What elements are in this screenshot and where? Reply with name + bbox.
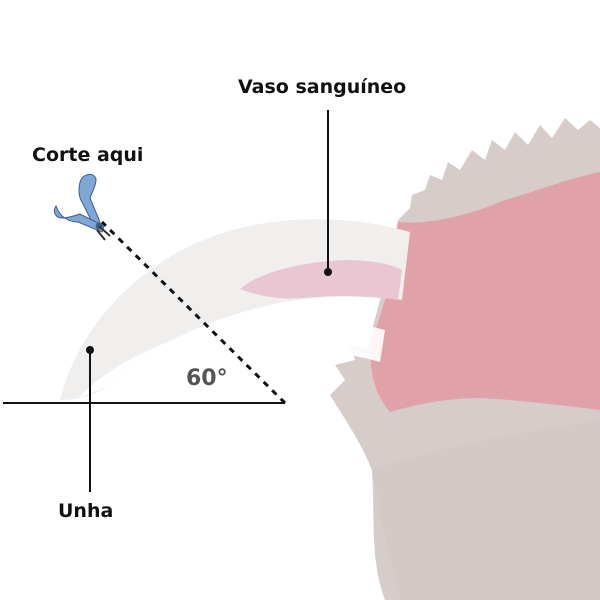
nail-inner-curve <box>78 319 385 398</box>
angle-label: 60° <box>186 366 228 391</box>
nail-label: Unha <box>58 500 114 522</box>
blood-vessel-label: Vaso sanguíneo <box>238 76 407 98</box>
blood-vessel-shape <box>240 260 402 300</box>
cut-here-label: Corte aqui <box>32 144 144 166</box>
paw-fur-lower <box>372 420 600 600</box>
nail-pointer-dot <box>86 346 94 354</box>
toe-skin <box>370 172 600 412</box>
vessel-pointer-dot <box>324 268 332 276</box>
nail-clipper-icon <box>53 173 111 241</box>
